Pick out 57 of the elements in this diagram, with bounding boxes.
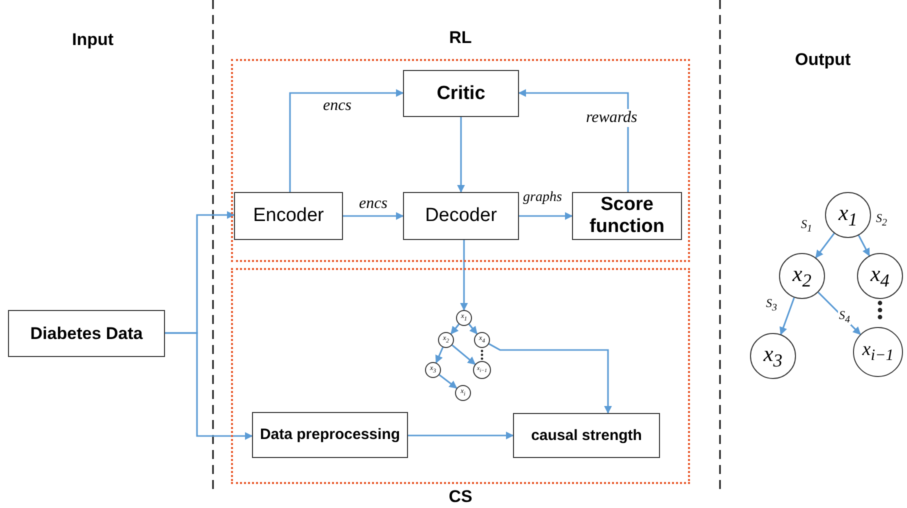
arrow [435, 347, 444, 364]
process-box [234, 192, 343, 240]
arrow [450, 324, 460, 334]
arrow [457, 117, 465, 193]
graph-node-circle [473, 361, 491, 379]
process-box [403, 192, 519, 240]
edge-label: S$_{2}$ [875, 212, 888, 228]
section-heading: CS [448, 488, 474, 505]
arrow [289, 89, 404, 192]
edge-label: rewards [585, 109, 638, 127]
arrow [518, 89, 629, 192]
graph-node-circle [425, 362, 441, 378]
graph-node-circle [750, 333, 796, 379]
arrow [438, 374, 458, 389]
arrow [165, 332, 253, 440]
edge-label: graphs [522, 190, 563, 206]
column-heading: Input [72, 30, 114, 50]
edge-label: S$_{3}$ [765, 297, 778, 314]
variable-label: x$_{4}$ [870, 260, 890, 292]
arrow [460, 240, 468, 311]
box-label: Critic [436, 82, 486, 104]
arrow [858, 235, 870, 256]
arrow [408, 432, 514, 440]
box-label: Score function [588, 194, 666, 238]
variable-label: x$_{3}$ [764, 340, 782, 372]
arrow [343, 212, 404, 220]
arrow [468, 324, 478, 334]
box-label: Decoder [425, 205, 497, 227]
process-box [513, 413, 660, 458]
graph-node-circle [853, 327, 903, 377]
graph-node-circle [825, 192, 871, 238]
graph-node-circle [779, 253, 825, 299]
process-box [252, 412, 408, 458]
graph-node-circle [455, 385, 471, 401]
edge-label: S$_{1}$ [800, 218, 813, 234]
arrow [780, 297, 795, 336]
arrow [488, 343, 612, 414]
process-box [8, 310, 165, 357]
box-label: causal strength [531, 426, 642, 444]
box-label: Encoder [253, 205, 324, 227]
edge-label: S$_{4}$ [838, 309, 851, 326]
graph-node-circle [456, 310, 472, 326]
section-heading: RL [448, 29, 473, 46]
arrow [519, 212, 573, 220]
box-label: Data preprocessing [260, 426, 400, 444]
box-label: Diabetes Data [30, 324, 143, 344]
variable-label: x$_{2}$ [792, 260, 812, 292]
arrow [452, 344, 476, 365]
arrow [815, 232, 835, 258]
column-heading: Output [795, 50, 851, 70]
process-box [403, 70, 519, 117]
process-box [572, 192, 682, 240]
variable-label: x$_{i−1}$ [862, 339, 894, 365]
graph-node-circle [474, 332, 490, 348]
graph-node-circle [857, 253, 903, 299]
variable-label: x$_{1}$ [838, 200, 858, 230]
graph-node-circle [438, 332, 454, 348]
